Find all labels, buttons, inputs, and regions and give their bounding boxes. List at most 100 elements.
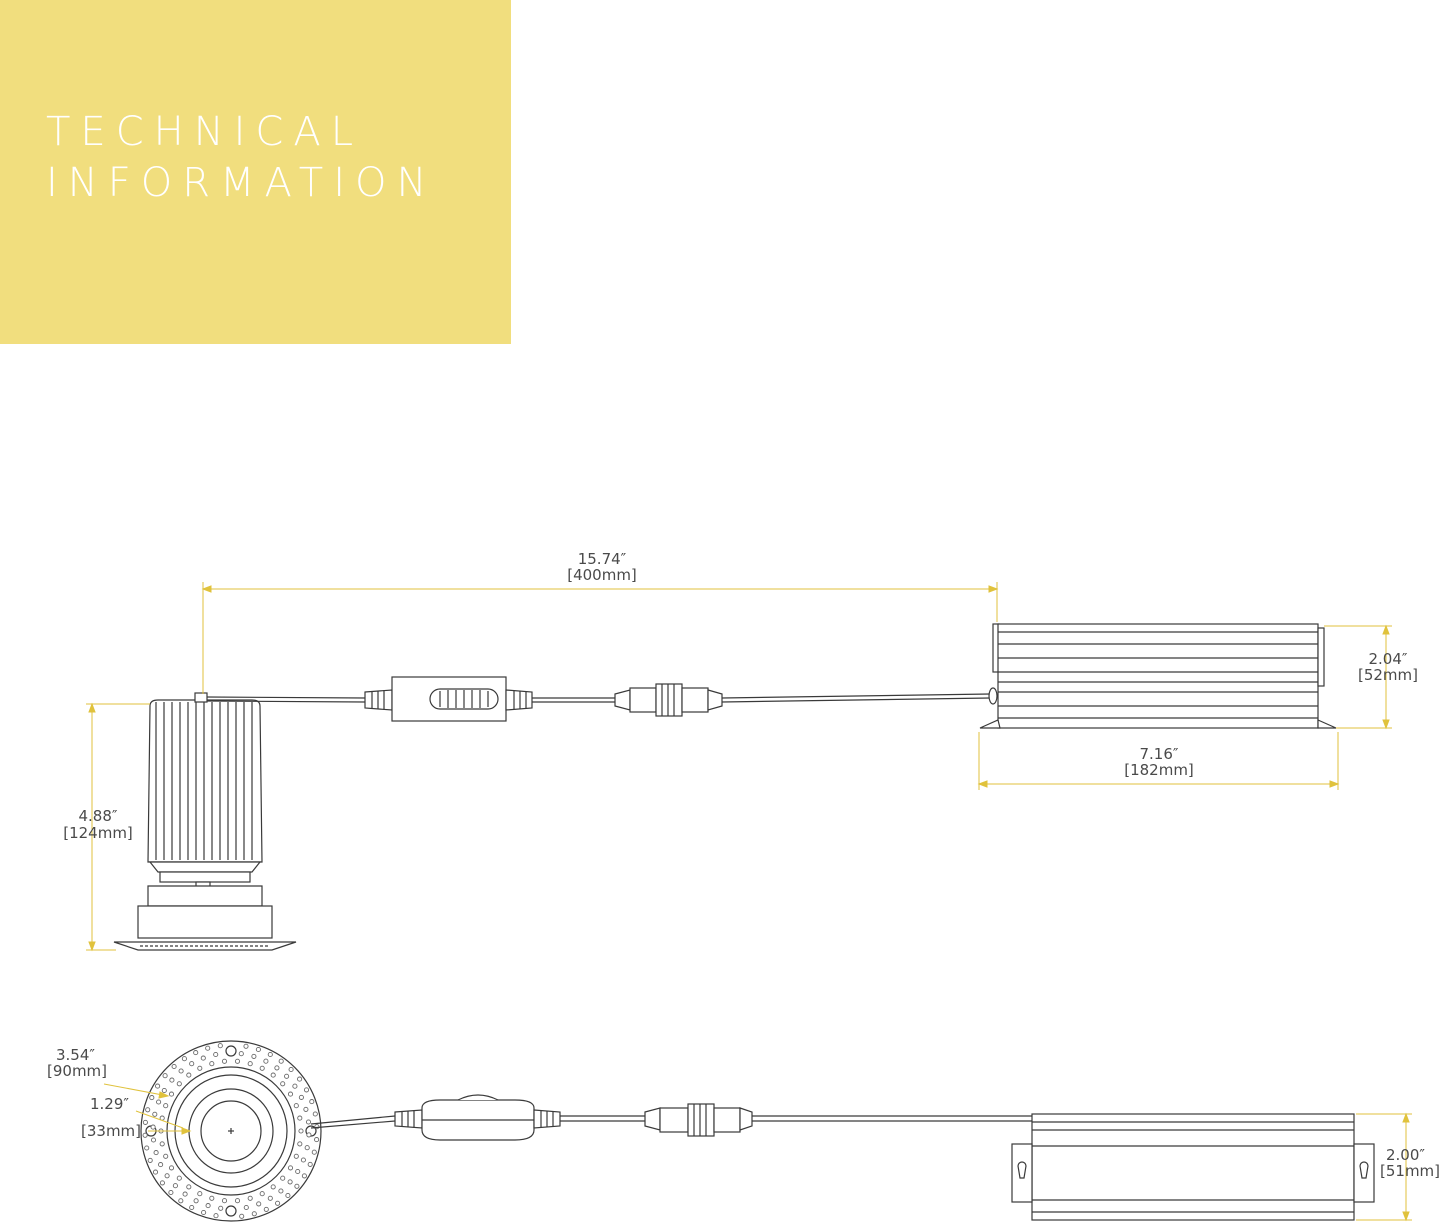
perforation-hole xyxy=(303,1087,310,1093)
perforation-hole xyxy=(278,1188,284,1194)
outer-diameter-metric: [90mm] xyxy=(47,1062,107,1080)
driver-width-dimension-line xyxy=(1356,1112,1412,1222)
perforation-hole xyxy=(304,1145,310,1151)
perforation-hole xyxy=(256,1201,262,1207)
perforation-hole xyxy=(292,1083,298,1089)
perforation-hole xyxy=(193,1050,199,1056)
cable-length-imperial: 15.74″ xyxy=(578,550,627,568)
perforation-hole xyxy=(243,1204,249,1211)
banner-title-line-2: INFORMATION xyxy=(46,160,437,206)
perforation-hole xyxy=(259,1065,265,1071)
perforation-hole xyxy=(298,1128,304,1134)
perforation-hole xyxy=(270,1184,276,1190)
led-driver-side xyxy=(979,623,1337,729)
perforation-hole xyxy=(275,1200,281,1206)
perforation-hole xyxy=(217,1043,223,1049)
technical-information-banner: TECHNICAL INFORMATION xyxy=(0,0,511,344)
perforation-hole xyxy=(176,1081,182,1087)
perforation-hole xyxy=(181,1056,187,1062)
perforation-hole xyxy=(176,1175,182,1181)
perforation-hole xyxy=(178,1198,184,1204)
perforation-hole xyxy=(221,1058,228,1064)
perforation-hole xyxy=(197,1065,203,1071)
perforation-hole xyxy=(147,1157,153,1163)
inline-connector-side xyxy=(614,683,723,717)
perforation-hole xyxy=(164,1173,170,1179)
perforation-hole xyxy=(142,1119,148,1125)
driver-width-metric: [51mm] xyxy=(1380,1162,1440,1180)
perforation-hole xyxy=(294,1183,300,1189)
outer-diameter-leader xyxy=(103,1083,170,1099)
perforation-hole xyxy=(239,1213,245,1219)
perforation-hole xyxy=(297,1076,303,1082)
perforation-hole xyxy=(303,1106,309,1112)
perforation-hole xyxy=(189,1061,195,1067)
perforation-hole xyxy=(247,1061,253,1067)
perforation-hole xyxy=(172,1183,178,1189)
perforation-hole xyxy=(205,1045,211,1051)
cable-length-dimension-line xyxy=(201,582,999,694)
perforation-hole xyxy=(163,1153,169,1159)
banner-title-line-1: TECHNICAL xyxy=(46,109,364,155)
perforation-hole xyxy=(159,1141,165,1147)
perforation-hole xyxy=(288,1066,294,1073)
perforation-hole xyxy=(162,1073,168,1079)
cable-length-metric: [400mm] xyxy=(567,566,637,584)
perforation-hole xyxy=(221,1198,228,1204)
perforation-hole xyxy=(234,1198,241,1204)
perforation-hole xyxy=(186,1184,192,1190)
perforation-hole xyxy=(182,1191,188,1197)
perforation-hole xyxy=(307,1161,313,1167)
perforation-hole xyxy=(297,1115,303,1121)
perforation-hole xyxy=(168,1165,175,1171)
perforation-hole xyxy=(312,1111,318,1117)
led-driver-top xyxy=(1011,1113,1375,1221)
perforation-hole xyxy=(287,1165,294,1171)
perforation-hole xyxy=(263,1206,269,1212)
perforation-hole xyxy=(301,1173,307,1179)
aperture-diameter-imperial: 1.29″ xyxy=(90,1095,129,1113)
side-view-dimensions xyxy=(86,582,1392,952)
perforation-hole xyxy=(309,1099,315,1105)
driver-length-imperial: 7.16″ xyxy=(1139,745,1178,763)
perforation-hole xyxy=(293,1103,299,1109)
driver-height-metric: [52mm] xyxy=(1358,666,1418,684)
perforation-hole xyxy=(298,1094,304,1100)
perforation-hole xyxy=(152,1169,159,1175)
fixture-height-metric: [124mm] xyxy=(63,824,133,842)
perforation-hole xyxy=(205,1203,211,1209)
perforation-hole xyxy=(150,1124,156,1130)
fixture-height-imperial: 4.88″ xyxy=(78,807,117,825)
perforation-hole xyxy=(168,1091,175,1097)
power-cable-side xyxy=(206,693,991,703)
perforation-hole xyxy=(234,1058,241,1064)
perforation-hole xyxy=(251,1053,257,1059)
perforation-hole xyxy=(311,1149,317,1155)
perforation-hole xyxy=(169,1077,175,1083)
perforation-hole xyxy=(161,1087,167,1094)
fixture-height-dimension-line xyxy=(86,702,150,952)
perforation-hole xyxy=(155,1083,161,1089)
perforation-hole xyxy=(218,1205,224,1211)
power-cable-top xyxy=(310,1115,1032,1129)
perforation-hole xyxy=(186,1072,192,1078)
perforation-hole xyxy=(171,1063,177,1070)
perforation-hole xyxy=(163,1103,169,1109)
perforation-hole xyxy=(168,1189,174,1196)
top-view-dimensions xyxy=(103,1083,1412,1222)
perforation-hole xyxy=(150,1137,157,1143)
perforation-hole xyxy=(178,1068,184,1074)
trim-perforations xyxy=(142,1043,320,1219)
aperture-diameter-leader xyxy=(135,1110,192,1135)
perforation-hole xyxy=(149,1095,155,1101)
perforation-hole xyxy=(156,1099,162,1105)
perforation-hole xyxy=(306,1132,312,1138)
perforation-hole xyxy=(280,1175,286,1181)
fixture-heatsink xyxy=(147,692,263,863)
perforation-hole xyxy=(158,1162,164,1168)
perforation-hole xyxy=(263,1058,269,1064)
perforation-hole xyxy=(209,1195,215,1201)
perforation-hole xyxy=(189,1204,195,1211)
perforation-hole xyxy=(197,1191,203,1197)
